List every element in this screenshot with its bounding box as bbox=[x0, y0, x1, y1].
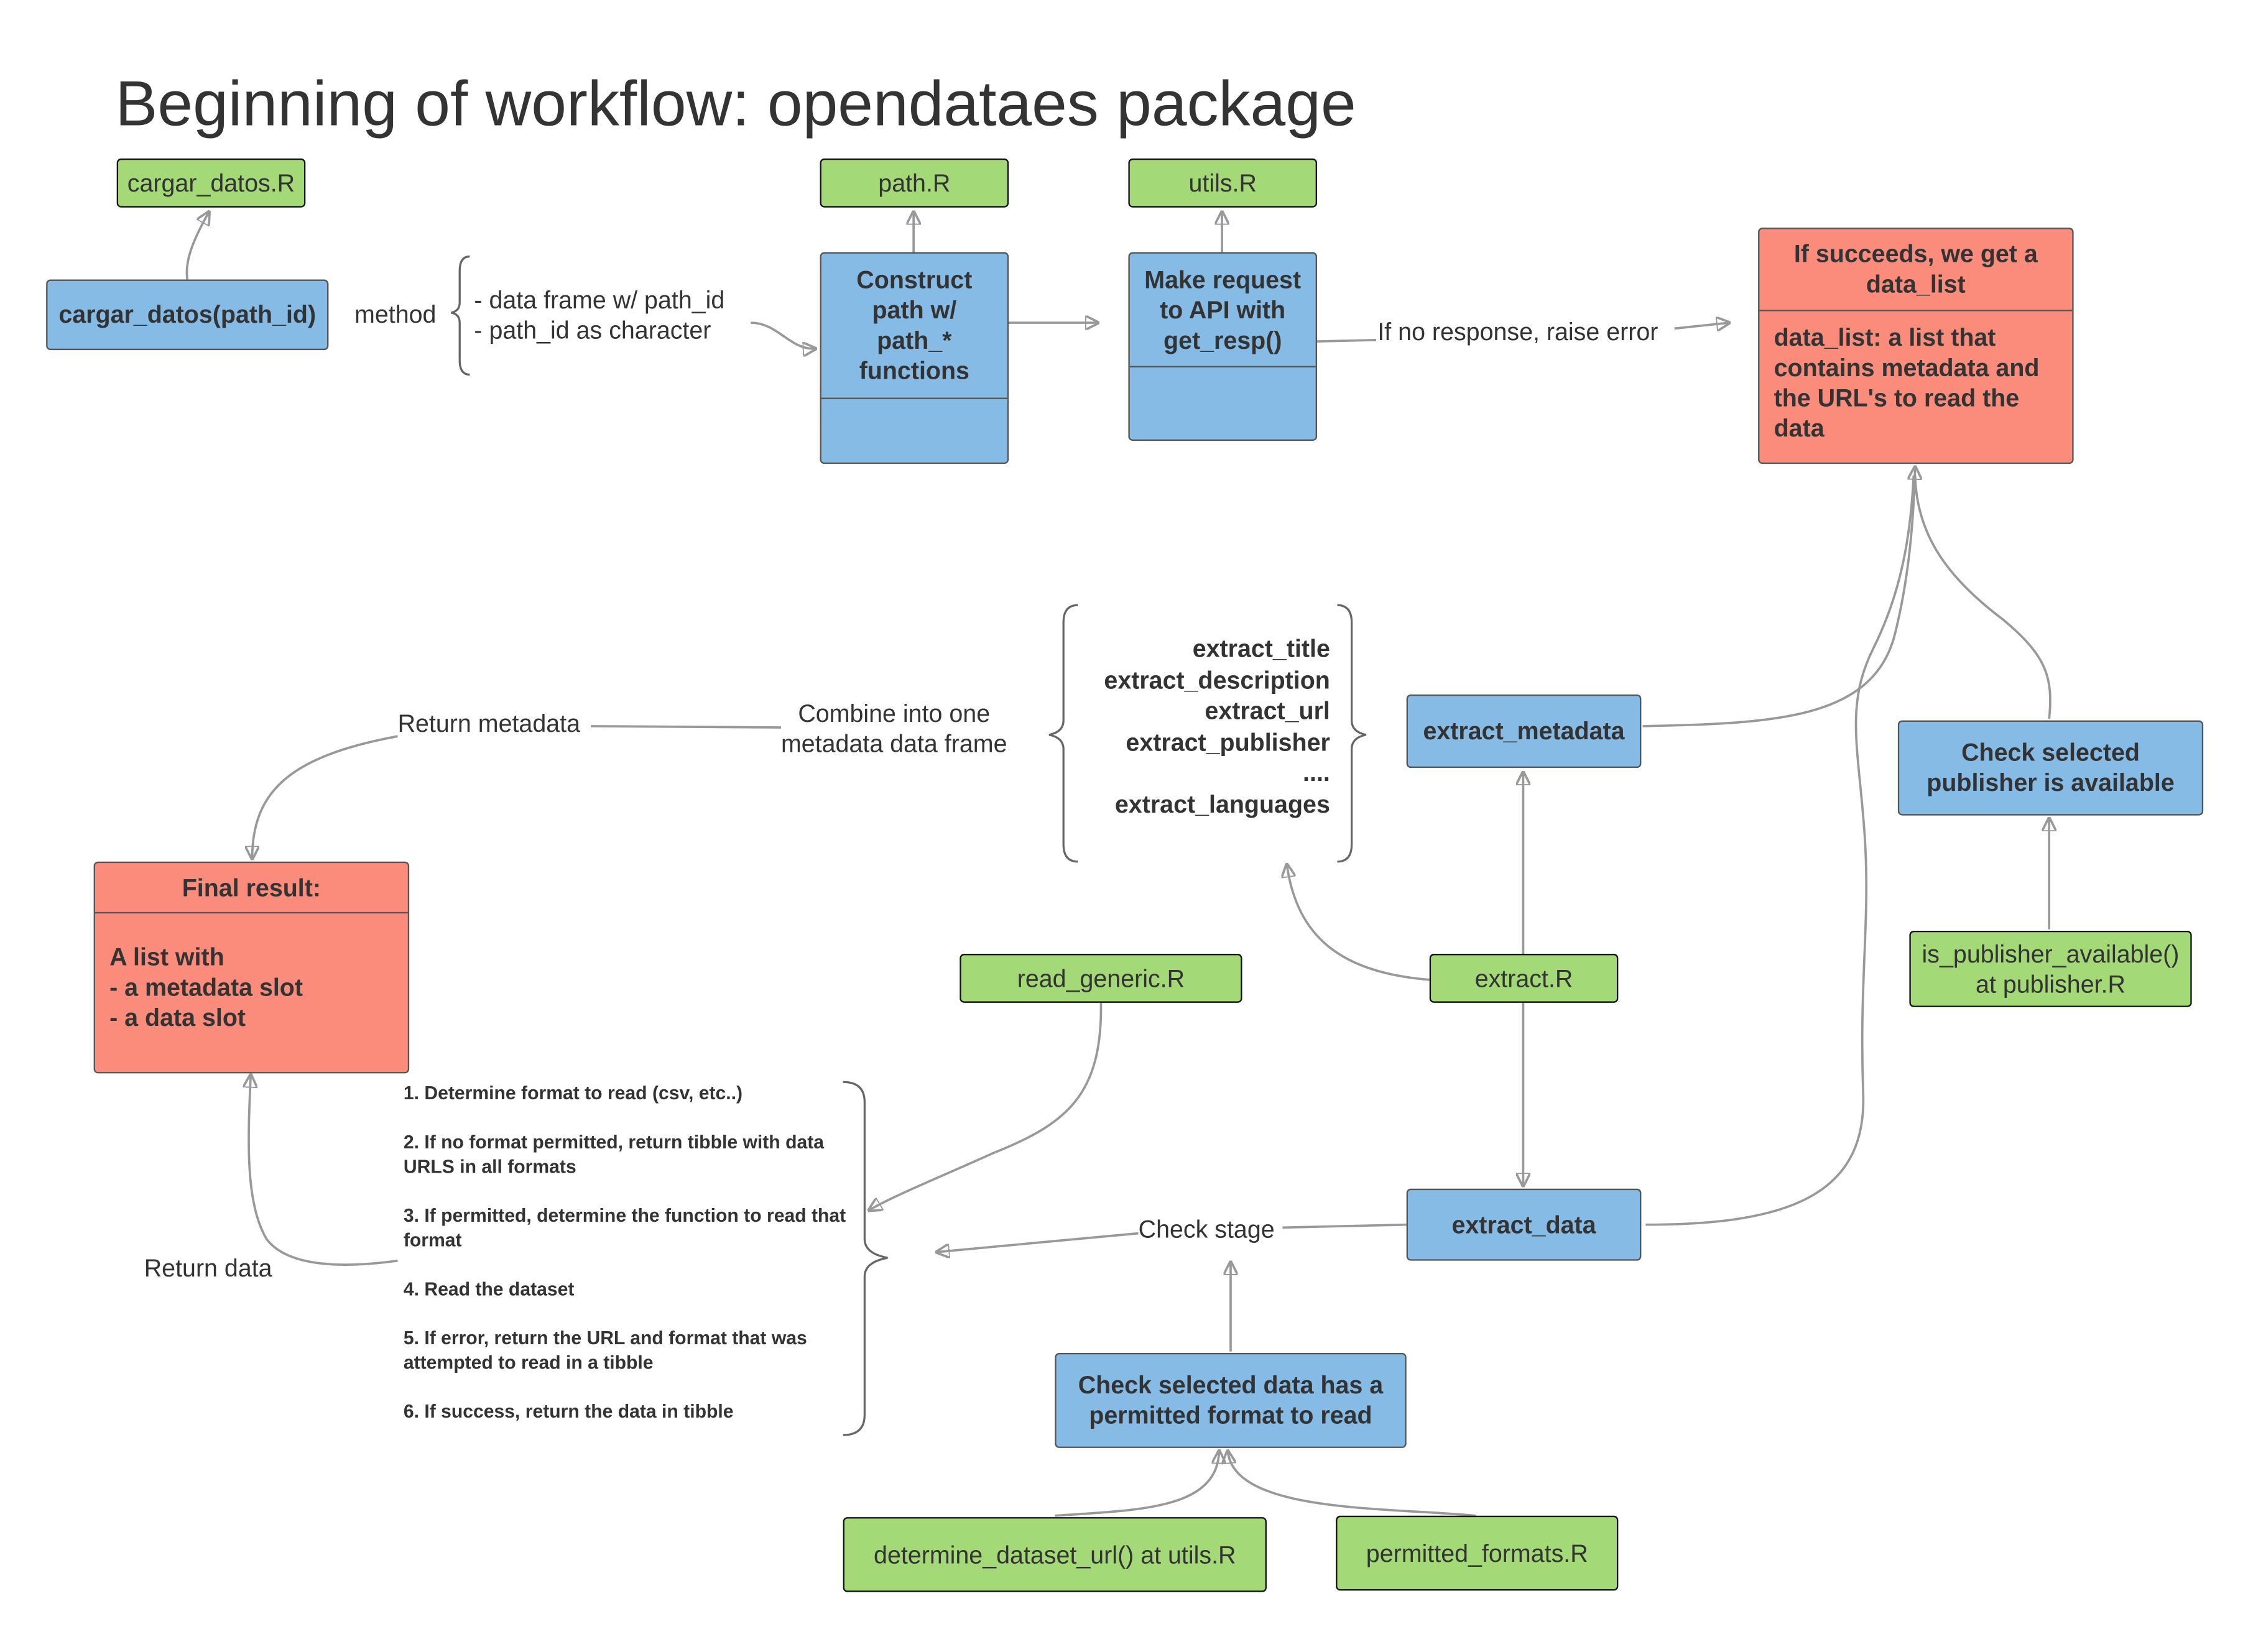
extract-function-item: extract_title bbox=[1192, 635, 1330, 663]
function-construct-path: Construct path w/ path_* functions bbox=[820, 252, 1009, 464]
file-publisher: is_publisher_available() at publisher.R bbox=[1909, 930, 2192, 1007]
function-extract-metadata: extract_metadata bbox=[1406, 694, 1642, 768]
connector-cargar-file bbox=[185, 212, 209, 280]
combine-label: Combine into one metadata data frame bbox=[780, 698, 1007, 760]
brace-method bbox=[450, 255, 470, 376]
connector-request-succeeds bbox=[1315, 323, 1729, 343]
connector-extractR-brace bbox=[1287, 864, 1430, 981]
file-permitted-formats: permitted_formats.R bbox=[1336, 1515, 1619, 1591]
construct-path-title: Construct path w/ path_* functions bbox=[856, 266, 973, 385]
extract-function-item: .... bbox=[1303, 760, 1330, 788]
page-title: Beginning of workflow: opendataes packag… bbox=[115, 69, 1356, 140]
connector-data-steps bbox=[937, 1223, 1407, 1252]
extract-function-item: extract_description bbox=[1104, 666, 1330, 694]
return-data-label: Return data bbox=[144, 1253, 272, 1284]
read-step: 1. Determine format to read (csv, etc..) bbox=[403, 1082, 743, 1104]
file-read-generic: read_generic.R bbox=[960, 954, 1242, 1003]
final-result-body: A list with - a metadata slot - a data s… bbox=[95, 911, 408, 1072]
make-request-title: Make request to API with get_resp() bbox=[1144, 265, 1302, 354]
read-step: 4. Read the dataset bbox=[403, 1278, 575, 1300]
data-list-body: data_list: a list that contains metadata… bbox=[1759, 310, 2073, 463]
connector-permitted-format bbox=[1228, 1451, 1476, 1517]
file-cargar-datos: cargar_datos.R bbox=[116, 158, 306, 208]
connector-publisher-datalist bbox=[1913, 475, 2051, 719]
extract-function-item: extract_languages bbox=[1114, 791, 1330, 819]
read-step: 5. If error, return the URL and format t… bbox=[403, 1327, 807, 1373]
connector-determine-format bbox=[1055, 1451, 1219, 1517]
connector-data-datalist bbox=[1645, 475, 1915, 1226]
extract-function-item: extract_publisher bbox=[1126, 729, 1330, 757]
return-metadata-label: Return metadata bbox=[397, 709, 581, 739]
function-cargar-datos: cargar_datos(path_id) bbox=[46, 279, 329, 351]
function-check-publisher: Check selected publisher is available bbox=[1897, 720, 2204, 816]
read-step: 2. If no format permitted, return tibble… bbox=[403, 1131, 825, 1178]
no-response-label: If no response, raise error bbox=[1377, 316, 1658, 348]
connector-readgeneric-steps bbox=[869, 1002, 1103, 1211]
final-result: Final result: A list with - a metadata s… bbox=[93, 861, 410, 1074]
file-extract: extract.R bbox=[1429, 954, 1619, 1003]
read-step: 6. If success, return the data in tibble bbox=[403, 1400, 734, 1423]
data-list-header: If succeeds, we get a data_list bbox=[1793, 240, 2038, 298]
brace-steps bbox=[843, 1081, 888, 1436]
connector-steps-final bbox=[249, 1075, 398, 1266]
method-options: - data frame w/ path_id - path_id as cha… bbox=[474, 287, 725, 344]
final-result-header: Final result: bbox=[182, 874, 321, 902]
make-request-body bbox=[1129, 366, 1316, 440]
method-label: method bbox=[354, 299, 437, 330]
function-extract-data: extract_data bbox=[1406, 1188, 1642, 1261]
function-check-format: Check selected data has a permitted form… bbox=[1055, 1352, 1407, 1448]
read-step: 3. If permitted, determine the function … bbox=[403, 1204, 846, 1251]
file-utils: utils.R bbox=[1128, 158, 1318, 208]
check-stage-label: Check stage bbox=[1138, 1214, 1275, 1245]
file-determine-url: determine_dataset_url() at utils.R bbox=[843, 1517, 1267, 1592]
extract-functions-list: extract_title extract_description extrac… bbox=[1066, 634, 1330, 821]
connector-options-construct bbox=[751, 321, 815, 349]
connector-metadata-final bbox=[252, 725, 800, 859]
result-data-list: If succeeds, we get a data_list data_lis… bbox=[1758, 228, 2074, 464]
read-steps-list: 1. Determine format to read (csv, etc..)… bbox=[404, 1081, 865, 1448]
extract-function-item: extract_url bbox=[1205, 698, 1330, 726]
construct-path-body bbox=[821, 397, 1007, 463]
brace-extract-right bbox=[1337, 604, 1367, 863]
file-path: path.R bbox=[820, 158, 1009, 208]
brace-extract-left bbox=[1048, 604, 1078, 863]
connector-metadata-datalist bbox=[1642, 467, 1915, 727]
function-make-request: Make request to API with get_resp() bbox=[1128, 252, 1318, 441]
